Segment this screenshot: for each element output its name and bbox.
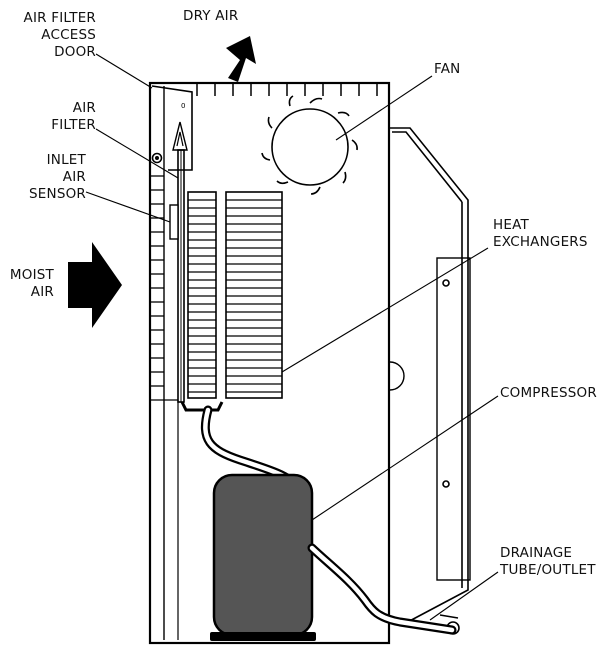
inlet-air-sensor (169, 204, 179, 240)
fan (261, 95, 358, 195)
leader-lines (85, 53, 499, 621)
label-dry-air: DRY AIR (183, 8, 239, 24)
compressor (210, 473, 316, 641)
label-air-filter: AIR FILTER (51, 100, 96, 133)
top-vent (196, 83, 378, 96)
label-air-filter-access-door: AIR FILTER ACCESS DOOR (23, 10, 96, 60)
heat-exchanger-left (187, 191, 217, 399)
label-compressor: COMPRESSOR (500, 385, 597, 401)
access-door: 0 (151, 85, 193, 171)
label-fan: FAN (434, 61, 461, 77)
moist-air-arrow (68, 242, 122, 328)
svg-text:0: 0 (181, 102, 185, 110)
exchanger-manifold (180, 401, 224, 412)
label-heat-exchangers: HEAT EXCHANGERS (493, 217, 588, 250)
air-filter (177, 149, 185, 403)
label-drainage-tube-outlet: DRAINAGE TUBE/OUTLET (500, 545, 596, 578)
dry-air-arrow (226, 36, 256, 82)
label-moist-air: MOIST AIR (9, 267, 54, 300)
inlet-grille (150, 175, 164, 387)
label-inlet-air-sensor: INLET AIR SENSOR (29, 152, 86, 202)
drainage-tube (307, 543, 457, 635)
heat-exchanger-right (225, 191, 283, 399)
side-panel (389, 127, 471, 635)
